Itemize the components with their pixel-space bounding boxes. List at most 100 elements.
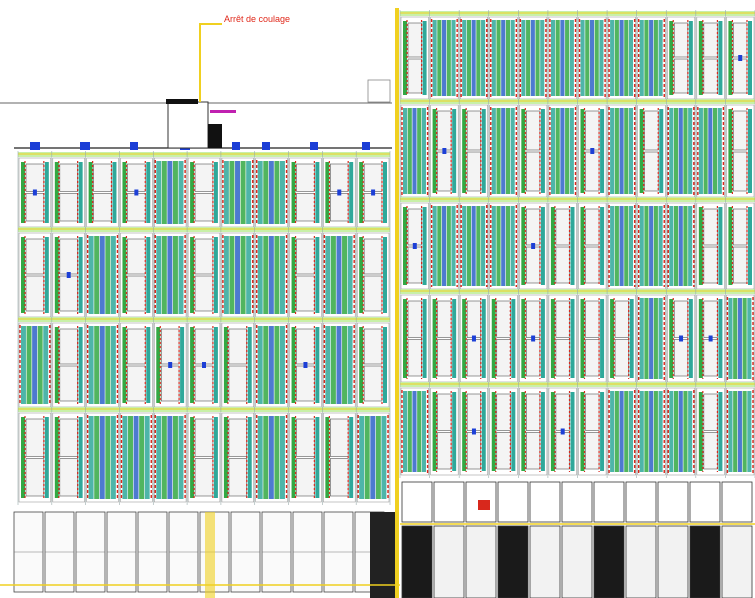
panel-stripe bbox=[505, 108, 511, 194]
panel-stripe bbox=[673, 391, 679, 472]
lower-bay bbox=[401, 481, 433, 523]
panel-stripe bbox=[505, 20, 511, 96]
jamb-strip bbox=[291, 327, 296, 403]
window-pane bbox=[296, 163, 315, 192]
jamb-strip bbox=[462, 392, 467, 471]
jamb-strip bbox=[349, 417, 354, 498]
panel-stripe bbox=[639, 298, 644, 379]
panel-stripe bbox=[223, 236, 229, 314]
panel-stripe bbox=[510, 20, 515, 96]
jamb-strip bbox=[748, 109, 752, 193]
window-pane bbox=[703, 432, 718, 470]
window-pane bbox=[526, 393, 541, 431]
window-pane bbox=[93, 163, 112, 192]
ground-bay bbox=[625, 525, 657, 598]
jamb-strip bbox=[190, 162, 195, 223]
jamb-strip bbox=[550, 299, 555, 378]
panel-stripe bbox=[279, 161, 285, 224]
panel-stripe bbox=[229, 236, 235, 314]
panel-stripe bbox=[246, 236, 252, 314]
jamb-strip bbox=[315, 417, 320, 498]
jamb-strip bbox=[21, 162, 25, 223]
window-pane bbox=[127, 328, 146, 365]
window-pane bbox=[296, 418, 315, 457]
panel-stripe bbox=[37, 326, 43, 404]
window-pane bbox=[127, 238, 146, 275]
jamb-strip bbox=[481, 392, 486, 471]
jamb-strip bbox=[610, 299, 615, 378]
marker bbox=[708, 335, 713, 342]
window-pane bbox=[437, 110, 452, 151]
window-pane bbox=[437, 393, 452, 431]
jamb-strip bbox=[432, 299, 437, 378]
panel-stripe bbox=[257, 161, 263, 224]
jamb-strip bbox=[88, 162, 93, 223]
panel-stripe bbox=[347, 236, 353, 314]
marker bbox=[371, 189, 376, 196]
panel-stripe bbox=[178, 236, 184, 314]
roof-marker bbox=[232, 142, 240, 150]
panel-stripe bbox=[624, 20, 629, 96]
window-pane bbox=[555, 339, 570, 377]
window-pane bbox=[93, 193, 112, 222]
panel-stripe bbox=[658, 20, 663, 96]
window-pane bbox=[614, 339, 629, 377]
jamb-strip bbox=[291, 237, 296, 313]
panel-stripe bbox=[669, 206, 674, 286]
window-pane bbox=[673, 58, 689, 94]
jamb-strip bbox=[639, 109, 644, 193]
panel-stripe bbox=[501, 20, 506, 96]
panel-stripe bbox=[403, 108, 408, 194]
panel-stripe bbox=[708, 108, 713, 194]
window-pane bbox=[437, 432, 452, 470]
yellow-frame bbox=[205, 512, 215, 598]
jamb-strip bbox=[359, 327, 364, 403]
window-pane bbox=[407, 300, 422, 338]
window-pane bbox=[160, 328, 180, 365]
jamb-strip bbox=[383, 237, 387, 313]
jamb-strip bbox=[748, 207, 752, 285]
window-pane bbox=[127, 275, 146, 312]
marker bbox=[442, 148, 447, 154]
jamb-strip bbox=[78, 417, 83, 498]
roof-marker bbox=[80, 142, 90, 150]
stair-box bbox=[367, 79, 391, 103]
panel-stripe bbox=[496, 20, 501, 96]
window-pane bbox=[160, 365, 180, 402]
panel-stripe bbox=[521, 20, 526, 96]
panel-stripe bbox=[619, 108, 624, 194]
window-pane bbox=[526, 208, 541, 246]
window-pane bbox=[555, 208, 570, 246]
roof-marker bbox=[310, 142, 318, 150]
jamb-strip bbox=[570, 392, 575, 471]
panel-stripe bbox=[330, 236, 336, 314]
ground-bay bbox=[689, 525, 721, 598]
panel-stripe bbox=[496, 108, 501, 194]
window-pane bbox=[555, 300, 570, 338]
jamb-strip bbox=[54, 417, 59, 498]
window-pane bbox=[703, 339, 718, 377]
panel-stripe bbox=[172, 416, 178, 499]
panel-stripe bbox=[555, 108, 560, 194]
jamb-strip bbox=[146, 327, 151, 403]
window-pane bbox=[194, 328, 214, 365]
panel-stripe bbox=[99, 326, 105, 404]
window-pane bbox=[733, 110, 748, 151]
panel-stripe bbox=[325, 236, 331, 314]
roof-box bbox=[167, 101, 209, 149]
panel-stripe bbox=[560, 108, 565, 194]
panel-stripe bbox=[678, 391, 683, 472]
window-pane bbox=[585, 432, 600, 470]
window-pane bbox=[407, 22, 422, 58]
panel-stripe bbox=[628, 108, 634, 194]
jamb-strip bbox=[570, 207, 575, 285]
window-pane bbox=[585, 110, 600, 151]
jamb-strip bbox=[540, 207, 545, 285]
panel-stripe bbox=[105, 326, 111, 404]
jamb-strip bbox=[511, 299, 516, 378]
window-pane bbox=[194, 163, 214, 192]
panel-stripe bbox=[279, 236, 285, 314]
window-pane bbox=[59, 328, 78, 365]
window-pane bbox=[296, 275, 315, 312]
